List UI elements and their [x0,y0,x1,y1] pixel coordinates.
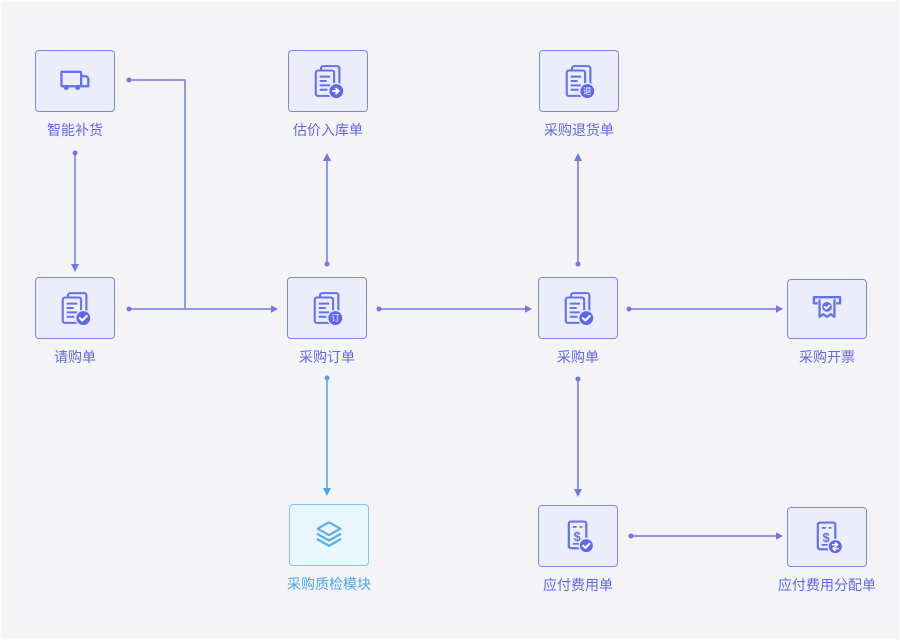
node-label-purchase-qc-module: 采购质检模块 [287,576,371,592]
node-label-purchase-return-order: 采购退货单 [544,122,614,138]
edge-requisition-to-purchase-order [126,305,278,313]
node-purchase-return-order[interactable]: 退 采购退货单 [539,50,619,139]
document-return-icon[interactable]: 退 [539,50,619,112]
node-estimated-inbound-receipt[interactable]: 估价入库单 [288,50,368,139]
svg-text:$: $ [822,530,830,545]
truck-icon[interactable] [35,50,115,112]
invoice-ticket-check-icon[interactable] [787,279,867,339]
document-check-icon[interactable] [538,277,618,339]
document-check-icon[interactable] [35,277,115,339]
node-payable-expense-allocation[interactable]: $ 应付费用分配单 [778,507,876,594]
node-label-purchase-requisition: 请购单 [54,349,96,365]
node-purchase-order[interactable]: 订 采购订单 [287,277,367,366]
node-purchase-invoicing[interactable]: 采购开票 [787,279,867,366]
edge-smart-replenishment-to-requisition [71,150,79,272]
bill-dollar-transfer-icon[interactable]: $ [787,507,867,567]
node-smart-replenishment[interactable]: 智能补货 [35,50,115,139]
document-arrow-icon[interactable] [288,50,368,112]
node-label-payable-expense-allocation: 应付费用分配单 [778,577,876,593]
edge-purchase-receipt-to-payable-expense [574,376,582,497]
svg-text:订: 订 [331,313,339,323]
document-order-icon[interactable]: 订 [287,277,367,339]
node-label-estimated-inbound-receipt: 估价入库单 [293,122,363,138]
edge-purchase-order-to-purchase-receipt [376,305,532,313]
svg-text:$: $ [573,529,581,544]
node-purchase-qc-module[interactable]: 采购质检模块 [287,504,371,593]
node-purchase-requisition[interactable]: 请购单 [35,277,115,366]
node-label-purchase-receipt: 采购单 [557,349,599,365]
edge-smart-replenishment-to-purchase-order [126,77,186,309]
edge-purchase-order-to-qc-module [323,375,331,496]
node-label-purchase-order: 采购订单 [299,349,355,365]
node-purchase-receipt[interactable]: 采购单 [538,277,618,366]
bill-dollar-check-icon[interactable]: $ [538,505,618,567]
layers-icon[interactable] [289,504,369,566]
node-label-payable-expense-bill: 应付费用单 [543,577,613,593]
edge-payable-expense-to-allocation [628,532,783,540]
svg-text:退: 退 [583,86,591,96]
edge-purchase-receipt-to-invoicing [626,305,783,313]
node-payable-expense-bill[interactable]: $ 应付费用单 [538,505,618,594]
edge-purchase-order-to-estimated-inbound [323,153,331,267]
node-label-smart-replenishment: 智能补货 [47,122,103,138]
node-label-purchase-invoicing: 采购开票 [799,349,855,365]
edge-purchase-receipt-to-return-order [574,153,582,267]
